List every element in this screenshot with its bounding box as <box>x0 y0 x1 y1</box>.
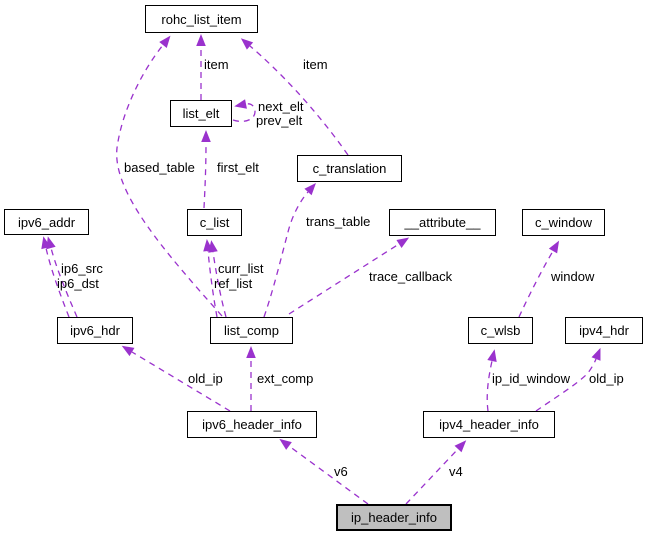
edge-label-next-elt: next_elt <box>258 99 304 114</box>
edge-label-first-elt: first_elt <box>217 160 259 175</box>
edge-old-ip-v6 <box>121 345 231 412</box>
node-list-comp[interactable]: list_comp <box>210 317 293 344</box>
node-rohc-list-item[interactable]: rohc_list_item <box>145 5 258 33</box>
node-ipv6-header-info[interactable]: ipv6_header_info <box>187 411 317 438</box>
edge-label-window: window <box>551 269 595 284</box>
edge-label-prev-elt: prev_elt <box>256 113 303 128</box>
edge-first-elt <box>201 130 211 209</box>
edge-label-ref-list: ref_list <box>214 276 253 291</box>
edge-v4 <box>405 440 467 505</box>
edge-label-v6: v6 <box>334 464 348 479</box>
edge-label-trans-table: trans_table <box>306 214 371 229</box>
edge-v6 <box>279 438 369 505</box>
node-ipv6-hdr[interactable]: ipv6_hdr <box>57 317 133 344</box>
edge-curr-list <box>203 239 218 318</box>
node-c-translation[interactable]: c_translation <box>297 155 402 182</box>
edge-label-ip6-dst: ip6_dst <box>57 276 99 291</box>
edge-ip6-dst <box>46 236 78 318</box>
edge-ref-list <box>208 240 227 318</box>
node-c-window[interactable]: c_window <box>522 209 605 236</box>
edge-trans-table <box>263 183 316 318</box>
node-ipv4-header-info[interactable]: ipv4_header_info <box>423 411 555 438</box>
node-c-wlsb[interactable]: c_wlsb <box>468 317 533 344</box>
edge-label-item-right: item <box>303 57 328 72</box>
edge-label-ip-id-window: ip_id_window <box>492 371 571 386</box>
edge-label-old-ip-v6: old_ip <box>188 371 223 386</box>
edge-item-from-c-translation <box>240 38 349 156</box>
node-attribute[interactable]: __attribute__ <box>389 209 496 236</box>
edge-based-table <box>116 35 223 317</box>
node-ip-header-info: ip_header_info <box>336 504 452 531</box>
edge-label-based-table: based_table <box>124 160 195 175</box>
edge-window <box>518 240 560 318</box>
node-ipv6-addr[interactable]: ipv6_addr <box>4 209 89 235</box>
node-ipv4-hdr[interactable]: ipv4_hdr <box>565 317 643 344</box>
edge-label-curr-list: curr_list <box>218 261 264 276</box>
node-list-elt[interactable]: list_elt <box>170 100 232 127</box>
edge-ip-id-window <box>486 349 497 412</box>
node-c-list[interactable]: c_list <box>187 209 242 236</box>
edge-ip6-src <box>41 236 70 318</box>
edge-label-v4: v4 <box>449 464 463 479</box>
edge-label-item-left: item <box>204 57 229 72</box>
edge-label-trace-callback: trace_callback <box>369 269 453 284</box>
edge-label-ext-comp: ext_comp <box>257 371 314 386</box>
edge-label-ip6-src: ip6_src <box>61 261 103 276</box>
edge-self-loop-next-prev-elt <box>232 99 256 123</box>
edge-label-old-ip-v4: old_ip <box>589 371 624 386</box>
